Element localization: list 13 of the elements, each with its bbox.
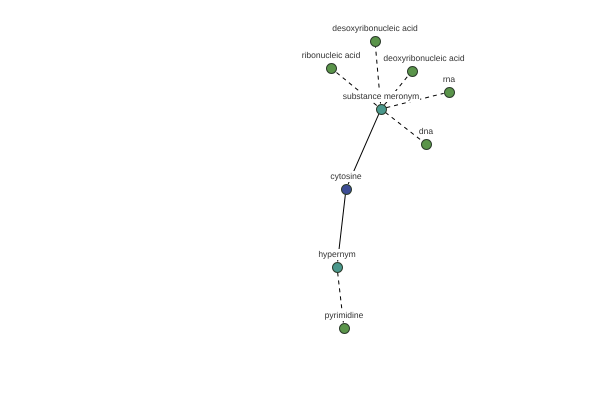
node-label: hypernym bbox=[317, 248, 357, 260]
connector-line bbox=[384, 112, 422, 142]
node-label: cytosine bbox=[329, 170, 363, 182]
connector-line bbox=[374, 46, 382, 104]
node-label: substance meronym bbox=[342, 90, 420, 102]
node-label: ribonucleic acid bbox=[300, 50, 362, 60]
connector-line bbox=[386, 92, 444, 108]
node-label: deoxyribonucleic acid bbox=[382, 52, 466, 64]
node-label: desoxyribonucleic acid bbox=[331, 22, 419, 34]
connector-line bbox=[384, 74, 410, 106]
connector-line bbox=[337, 272, 344, 324]
node-label: pyrimidine bbox=[324, 310, 364, 320]
node-label: dna bbox=[418, 126, 434, 136]
